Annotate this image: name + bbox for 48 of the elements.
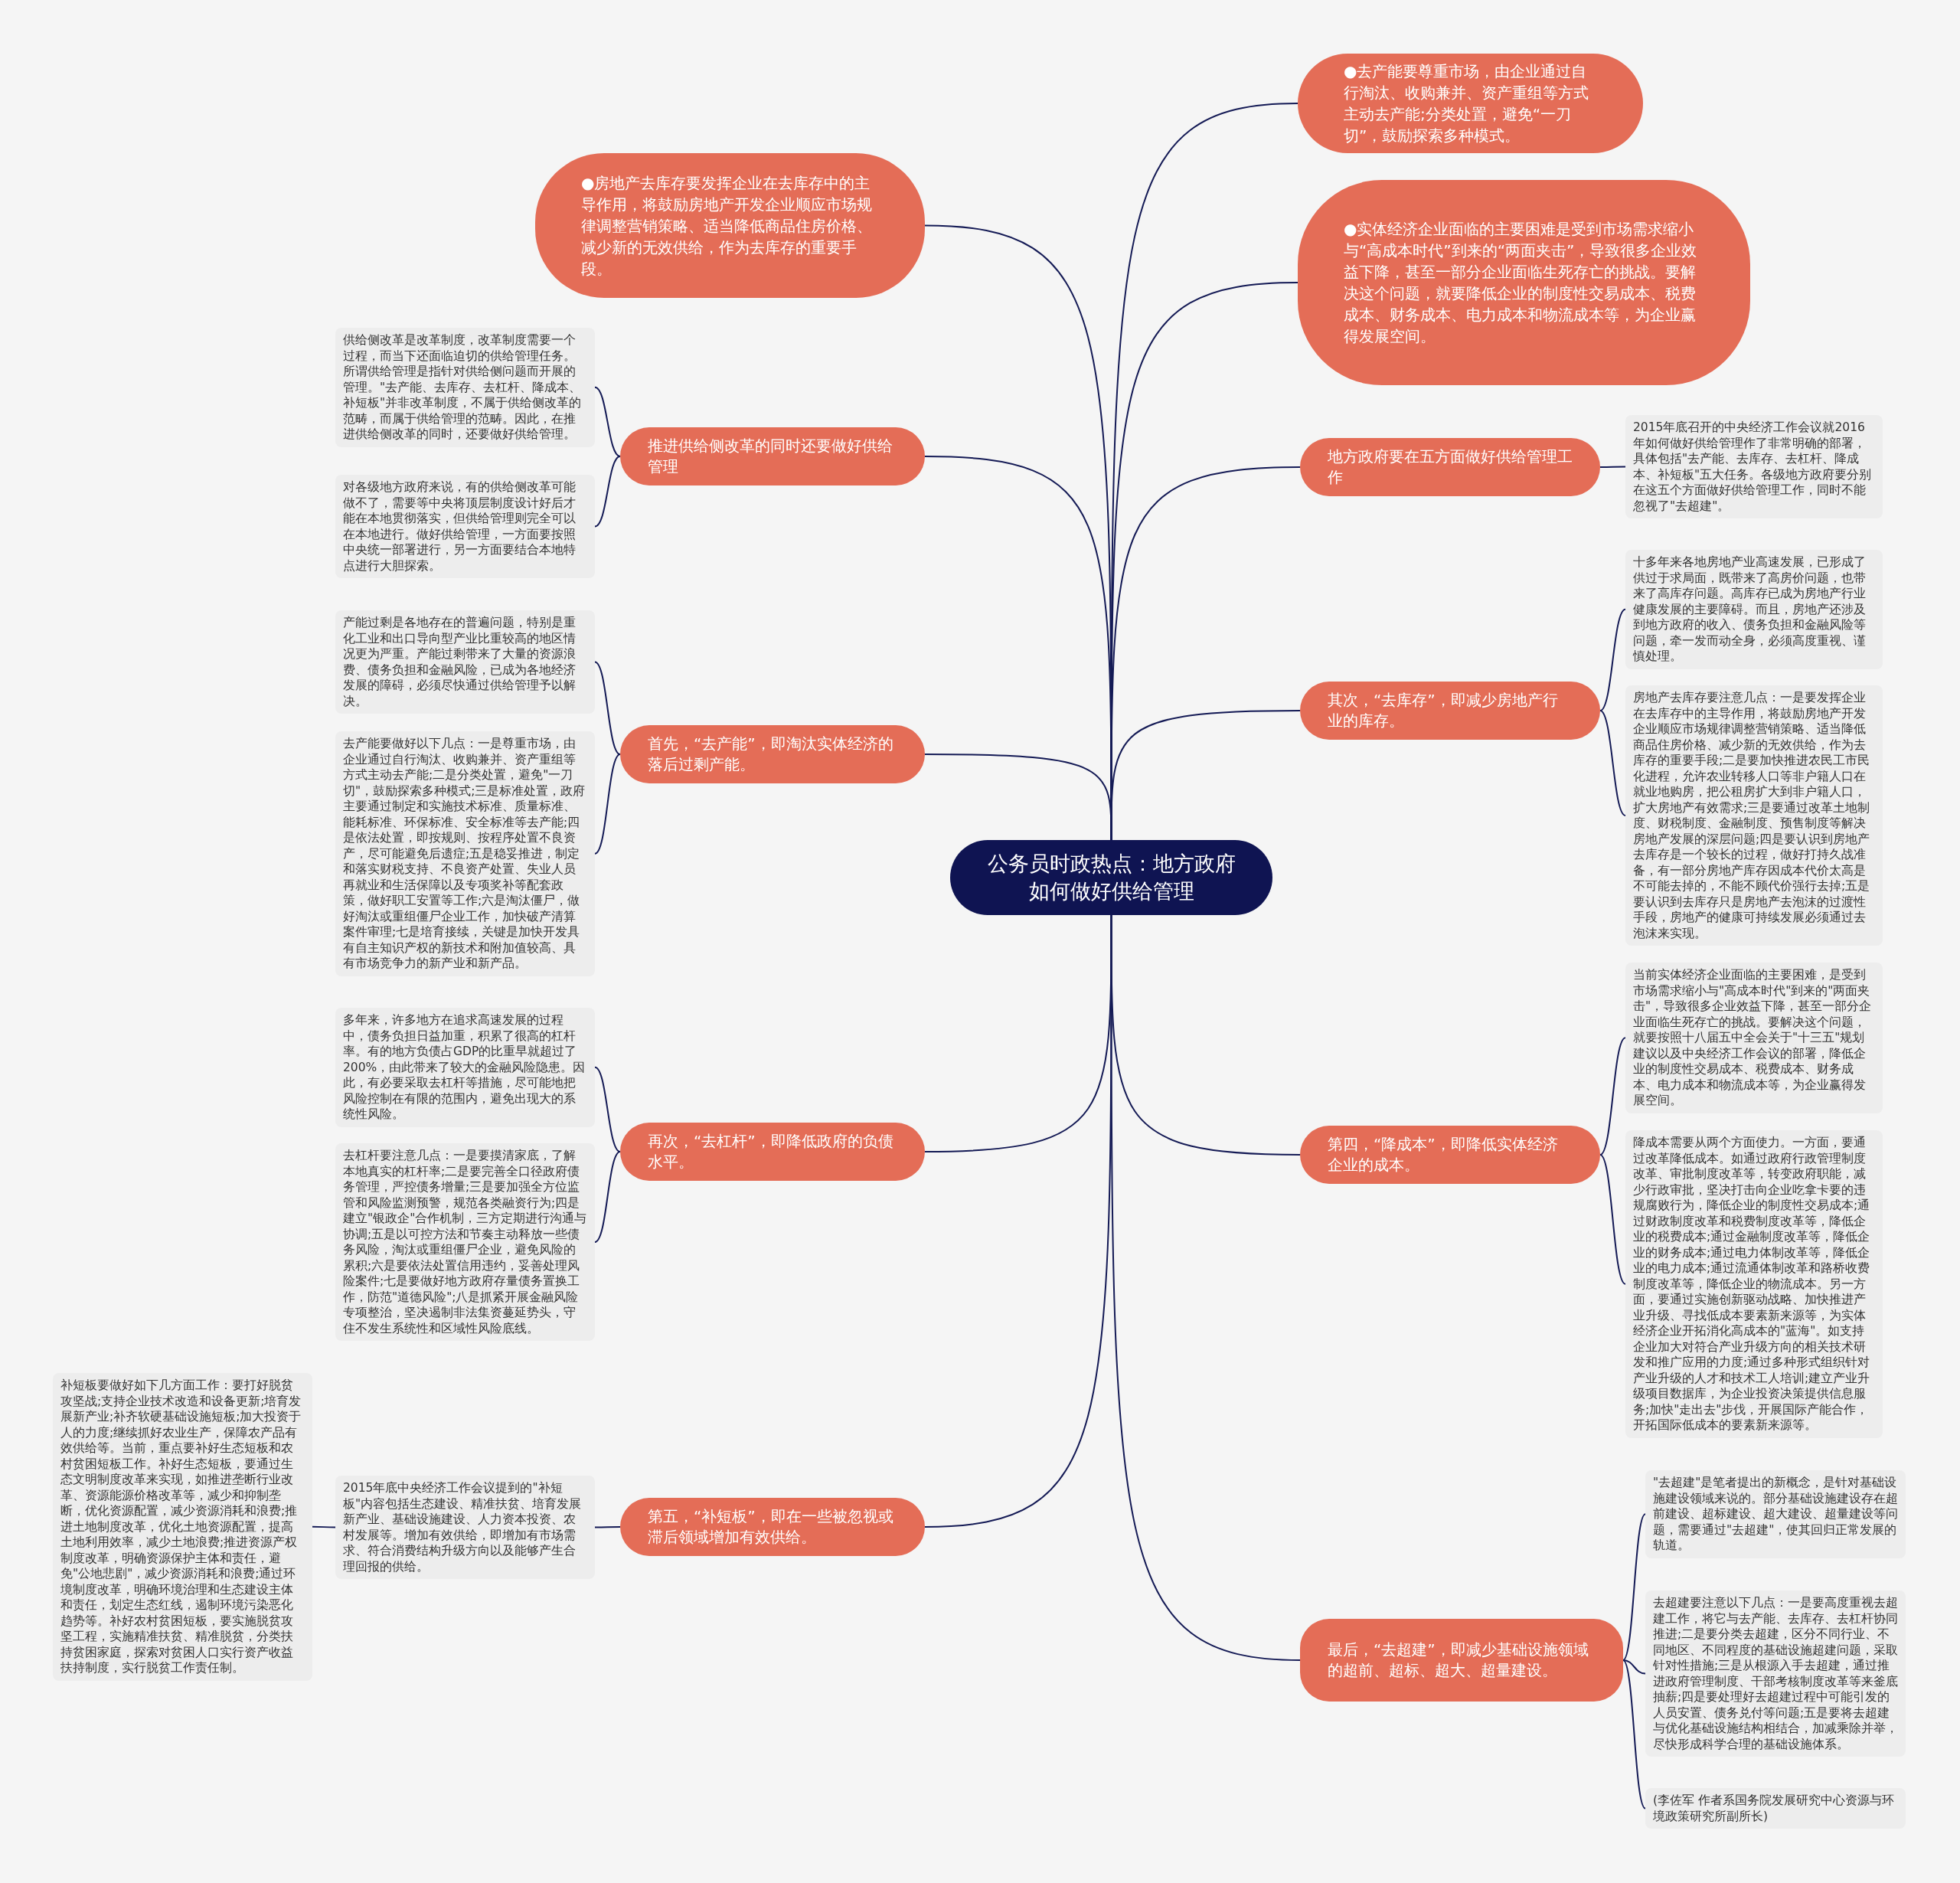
branch-topic-box: 首先，“去产能”，即淘汰实体经济的落后过剩产能。 xyxy=(620,725,925,783)
note-card: (李佐军 作者系国务院发展研究中心资源与环境政策研究所副所长) xyxy=(1645,1788,1906,1829)
connector-line xyxy=(1599,710,1626,816)
connector-line xyxy=(1622,1659,1646,1809)
connector-line xyxy=(594,386,621,457)
connector-line xyxy=(594,754,621,855)
connector-line xyxy=(1622,1513,1646,1661)
connector-line xyxy=(1110,710,1301,841)
note-card: 2015年底召开的中央经济工作会议就2016年如何做好供给管理作了非常明确的部署，具体包括"去产能、去库存、去杠杆、降成本、补短板"五大任务。各级地方政府要分别在这五个方面做好供给管理工作，同时不能忽视了"去超建"。 xyxy=(1625,415,1883,518)
note-card: 当前实体经济企业面临的主要困难，是受到市场需求缩小与"高成本时代"到来的"两面夹击"，导致很多企业效益下降，甚至一部分企业面临生死存亡的挑战。要解决这个问题，就要按照十八届五中全会关于"十三五"规划建议以及中央经济工作会议的部署，降低企业的制度性交易成本、税费成本、财务成本、电力成本和物流成本等，为企业赢得发展空间。 xyxy=(1625,963,1883,1113)
central-topic-box: 公务员时政热点：地方政府如何做好供给管理 xyxy=(950,840,1272,915)
note-card: 房地产去库存要注意几点：一是要发挥企业在去库存中的主导作用，将鼓励房地产开发企业顺应市场规律调整营销策略、适当降低商品住房价格、减少新的无效供给，作为去库存的重要手段;二是要加快推进农民工市民化进程，允许农业转移人口等非户籍人口在就业地购房，把公租房扩大到非户籍人口，扩大房地产有效需求;三是要通过改革土地制度、财税制度、金融制度、预售制度等解决房地产发展的深层问题;四是要认识到房地产去库存是一个较长的过程，做好打持久战准备，有一部分房地产库存因成本代价太高是不可能去掉的，不能不顾代价强行去掉;五是要认识到去库存只是房地产去泡沫的过渡性手段，房地产的健康可持续发展必须通过去泡沫来实现。 xyxy=(1625,685,1883,946)
connector-line xyxy=(594,1151,621,1243)
branch-topic-box: 地方政府要在五方面做好供给管理工作 xyxy=(1300,438,1600,496)
branch-topic-box: 第四，“降成本”，即降低实体经济企业的成本。 xyxy=(1300,1126,1600,1184)
connector-line xyxy=(594,661,621,755)
note-card: 对各级地方政府来说，有的供给侧改革可能做不了，需要等中央将顶层制度设计好后才能在本地贯彻落实，但供给管理则完全可以在本地进行。做好供给管理，一方面要按照中央统一部署进行，另一方面要结合本地特点进行大胆探索。 xyxy=(335,475,595,578)
topic-bubble: ●去产能要尊重市场，由企业通过自行淘汰、收购兼并、资产重组等方式主动去产能;分类处置，避免“一刀切”，鼓励探索多种模式。 xyxy=(1298,54,1643,153)
note-card: 去杠杆要注意几点：一是要摸清家底，了解本地真实的杠杆率;二是要完善全口径政府债务管理，严控债务增量;三是要加强全方位监管和风险监测预警，规范各类融资行为;四是建立"银政企"合作机制，三方定期进行沟通与协调;五是以可控方法和节奏主动释放一些债务风险，淘汰或重组僵尸企业，避免风险的累积;六是要依法处置信用违约，妥善处理风险案件;七是要做好地方政府存量债务置换工作，防范"道德风险";八是抓紧开展金融风险专项整治，坚决遏制非法集资蔓延势头，守住不发生系统性和区域性风险底线。 xyxy=(335,1143,595,1341)
connector-line xyxy=(1599,1154,1626,1285)
branch-topic-box: 第五，“补短板”，即在一些被忽视或滞后领域增加有效供给。 xyxy=(620,1498,925,1556)
note-card: 产能过剩是各地存在的普遍问题，特别是重化工业和出口导向型产业比重较高的地区情况更为严重。产能过剩带来了大量的资源浪费、债务负担和金融风险，已成为各地经济发展的障碍，必须尽快通过供给管理予以解决。 xyxy=(335,610,595,714)
note-card: 供给侧改革是改革制度，改革制度需要一个过程，而当下还面临迫切的供给管理任务。所谓供给管理是指针对供给侧问题而开展的管理。"去产能、去库存、去杠杆、降成本、补短板"并非改革制度，不属于供给侧改革的范畴，而属于供给管理的范畴。因此，在推进供给侧改革的同时，还要做好供给管理。 xyxy=(335,328,595,447)
connector-line xyxy=(1599,1037,1626,1156)
connector-line xyxy=(1599,466,1626,468)
connector-line xyxy=(924,754,1112,841)
branch-topic-box: 再次，“去杠杆”，即降低政府的负债水平。 xyxy=(620,1123,925,1181)
connector-line xyxy=(1622,1659,1646,1675)
note-card: 去超建要注意以下几点：一是要高度重视去超建工作，将它与去产能、去库存、去杠杆协同推进;二是要分类去超建，区分不同行业、不同地区、不同程度的基础设施超建问题，采取针对性措施;三是从根源入手去超建，通过推进政府管理制度、干部考核制度改革等来釜底抽薪;四是要处理好去超建过程中可能引发的人员安置、债务兑付等问题;五是要将去超建与优化基础设施结构相结合，加减乘除并举，尽快形成科学合理的基础设施体系。 xyxy=(1645,1590,1906,1757)
branch-topic-box: 推进供给侧改革的同时还要做好供给管理 xyxy=(620,427,925,485)
note-card: 去产能要做好以下几点：一是尊重市场，由企业通过自行淘汰、收购兼并、资产重组等方式主动去产能;二是分类处置，避免"一刀切"，鼓励探索多种模式;三是标准处置，政府主要通过制定和实施技术标准、质量标准、能耗标准、环保标准、安全标准等去产能;四是依法处置，即按规则、按程序处置不良资产，尽可能避免后遗症;五是稳妥推进，制定和落实财税支持、不良资产处置、失业人员再就业和生活保障以及专项奖补等配套政策，做好职工安置等工作;六是淘汰僵尸，做好淘汰或重组僵尸企业工作，加快破产清算案件审理;七是培育接续，关键是加快开发具有自主知识产权的新技术和附加值较高、具有市场竞争力的新产业和新产品。 xyxy=(335,731,595,976)
connector-line xyxy=(924,914,1112,1528)
connector-line xyxy=(594,456,621,528)
connector-line xyxy=(312,1525,336,1528)
topic-bubble: ●实体经济企业面临的主要困难是受到市场需求缩小与“高成本时代”到来的“两面夹击”，导致很多企业效益下降，甚至一部分企业面临生死存亡的挑战。要解决这个问题，就要降低企业的制度性交易成本、税费成本、财务成本、电力成本和物流成本等，为企业赢得发展空间。 xyxy=(1298,180,1750,385)
note-card: 2015年底中央经济工作会议提到的"补短板"内容包括生态建设、精准扶贫、培育发展新产业、基础设施建设、人力资本投资、农村发展等。增加有效供给，即增加有市场需求、符合消费结构升级方向以及能够产生合理回报的供给。 xyxy=(335,1476,595,1579)
note-card: "去超建"是笔者提出的新概念，是针对基础设施建设领域来说的。部分基础设施建设存在超前建设、超标建设、超大建设、超量建设等问题，需要通过"去超建"，使其回归正常发展的轨道。 xyxy=(1645,1470,1906,1558)
connector-line xyxy=(594,1066,621,1152)
connector-line xyxy=(1599,608,1626,711)
note-card: 降成本需要从两个方面使力。一方面，要通过改革降低成本。如通过政府行政管理制度改革、审批制度改革等，转变政府职能，减少行政审批，坚决打击向企业吃拿卡要的违规腐败行为，降低企业的制度性交易成本;通过财政制度改革和税费制度改革等，降低企业的税费成本;通过金融制度改革等，降低企业的财务成本;通过电力体制改革等，降低企业的电力成本;通过流通体制改革和路桥收费制度改革等，降低企业的物流成本。另一方面，要通过实施创新驱动战略、加快推进产业升级、寻找低成本要素新来源等，为实体经济企业开拓消化高成本的"蓝海"。如支持企业加大对符合产业升级方向的相关技术研发和推广应用的力度;通过多种形式组织针对产业升级的人才和技术工人培训;建立产业升级项目数据库，为企业投资决策提供信息服务;加快"走出去"步伐，开展国际产能合作，开拓国际低成本的要素新来源等。 xyxy=(1625,1130,1883,1438)
branch-topic-box: 最后，“去超建”，即减少基础设施领域的超前、超标、超大、超量建设。 xyxy=(1300,1619,1623,1702)
branch-topic-box: 其次，“去库存”，即减少房地产行业的库存。 xyxy=(1300,682,1600,740)
connector-line xyxy=(1110,914,1301,1661)
topic-bubble: ●房地产去库存要发挥企业在去库存中的主导作用，将鼓励房地产开发企业顺应市场规律调整营销策略、适当降低商品住房价格、减少新的无效供给，作为去库存的重要手段。 xyxy=(535,153,925,298)
note-card: 多年来，许多地方在追求高速发展的过程中，债务负担日益加重，积累了很高的杠杆率。有的地方负债占GDP的比重早就超过了200%，由此带来了较大的金融风险隐患。因此，有必要采取去杠杆等措施，尽可能地把风险控制在有限的范围内，避免出现大的系统性风险。 xyxy=(335,1008,595,1127)
note-card: 补短板要做好如下几方面工作：要打好脱贫攻坚战;支持企业技术改造和设备更新;培育发展新产业;补齐软硬基础设施短板;加大投资于人的力度;继续抓好农业生产，保障农产品有效供给等。当前，重点要补好生态短板和农村贫困短板工作。补好生态短板，要通过生态文明制度改革来实现，如推进垄断行业改革、资源能源价格改革等，减少和抑制垄断，优化资源配置，减少资源消耗和浪费;推进土地制度改革，优化土地资源配置，提高土地利用效率，减少土地浪费;推进资源产权制度改革，明确资源保护主体和责任，避免"公地悲剧"，减少资源消耗和浪费;通过环境制度改革，明确环境治理和生态建设主体和责任，划定生态红线，遏制环境污染恶化趋势等。补好农村贫困短板，要实施脱贫攻坚工程，实施精准扶贫、精准脱贫，分类扶持贫困家庭，探索对贫困人口实行资产收益扶持制度，实行脱贫工作责任制。 xyxy=(53,1373,312,1681)
note-card: 十多年来各地房地产业高速发展，已形成了供过于求局面，既带来了高房价问题，也带来了高库存问题。高库存已成为房地产行业健康发展的主要障碍。而且，房地产还涉及到地方政府的收入、债务负担和金融风险等问题，牵一发而动全身，必须高度重视、谨慎处理。 xyxy=(1625,550,1883,669)
connector-line xyxy=(594,1526,621,1528)
